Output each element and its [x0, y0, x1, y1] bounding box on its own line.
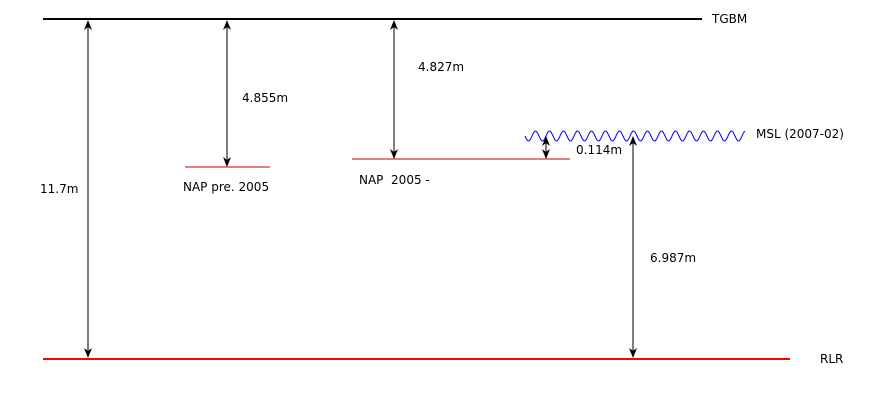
nap-pre-2005-label: NAP pre. 2005 [183, 180, 269, 194]
rlr-to-msl-measurement: 6.987m [650, 251, 696, 265]
rlr-label: RLR [820, 352, 843, 366]
nap-2005-to-msl-measurement: 0.114m [576, 143, 622, 157]
tgbm-to-nap-pre-2005-measurement: 4.855m [242, 91, 288, 105]
rlr-to-tgbm-measurement: 11.7m [40, 182, 78, 196]
msl-wave-line [524, 130, 746, 142]
msl-label: MSL (2007-02) [756, 127, 844, 141]
tgbm-label: TGBM [711, 12, 747, 26]
tgbm-to-nap-2005-measurement: 4.827m [418, 60, 464, 74]
nap-2005-label: NAP 2005 - [359, 173, 430, 187]
